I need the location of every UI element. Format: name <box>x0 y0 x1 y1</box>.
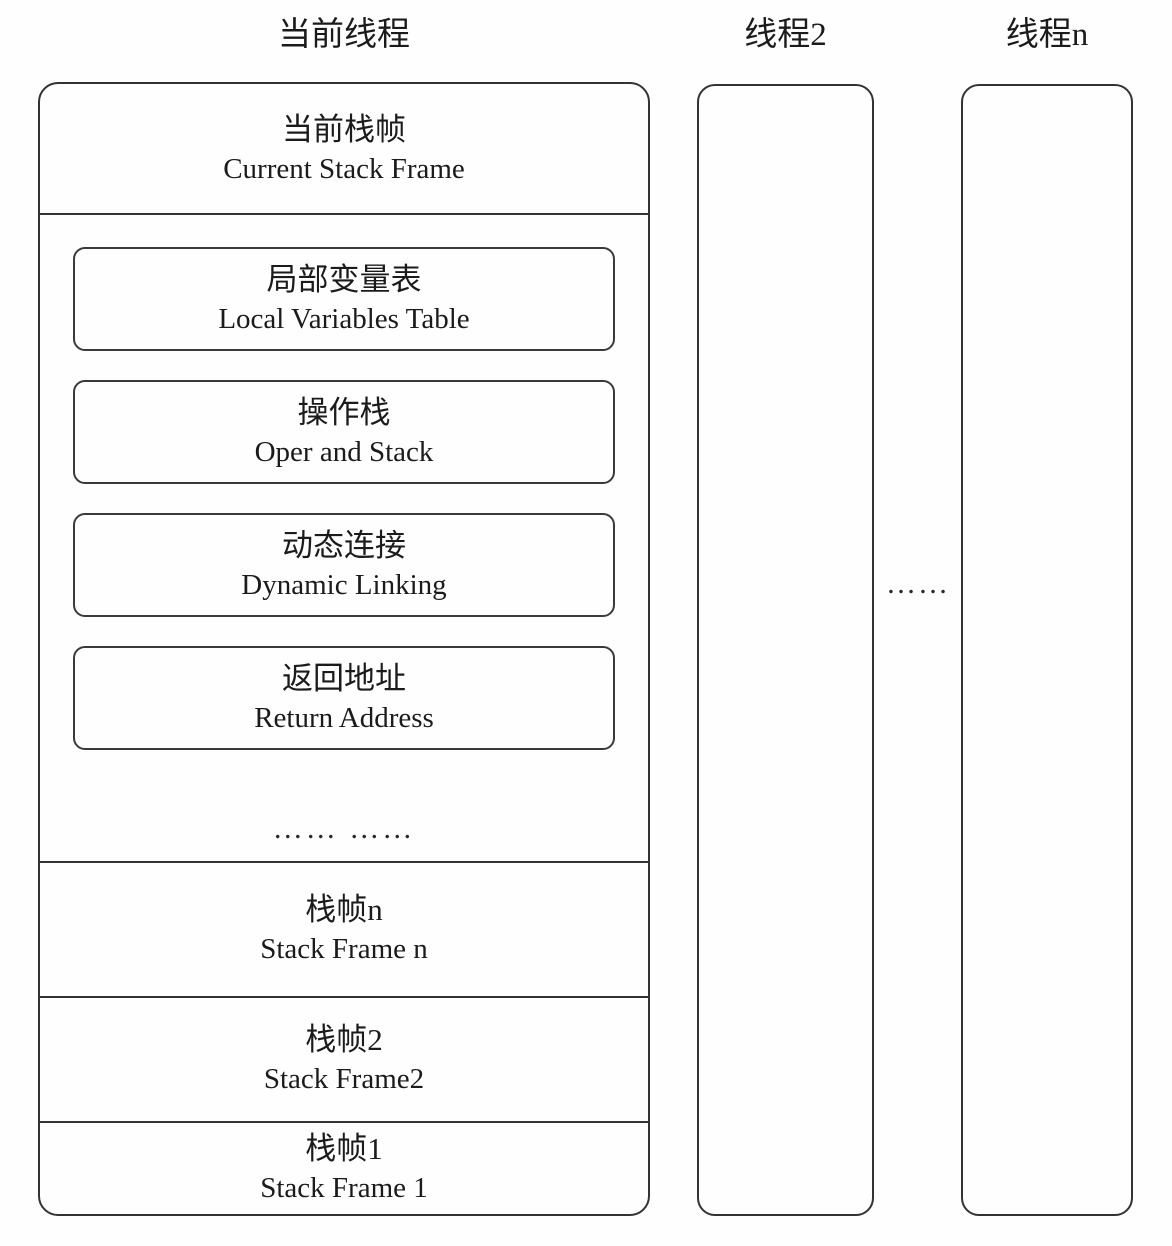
stack-frame-n-section: 栈帧n Stack Frame n <box>40 860 648 996</box>
operand-stack-label-zh: 操作栈 <box>297 395 391 430</box>
stack-frame-2-label-en: Stack Frame2 <box>263 1063 425 1095</box>
current-thread-stack-box: 当前栈帧 Current Stack Frame 局部变量表 Local Var… <box>38 82 650 1216</box>
threads-ellipsis: …… <box>886 567 950 600</box>
return-address-label-zh: 返回地址 <box>282 661 406 696</box>
stack-frame-1-label-en: Stack Frame 1 <box>260 1172 428 1205</box>
thread-n-stack-box <box>961 84 1133 1216</box>
frame-parts-ellipsis: …… …… <box>272 812 416 845</box>
stack-frame-2-label-zh: 栈帧2 <box>305 1022 383 1057</box>
thread-2-stack-box <box>697 84 874 1216</box>
stack-frame-n-label-en: Stack Frame n <box>260 933 428 965</box>
stack-frame-2-section: 栈帧2 Stack Frame2 <box>40 995 648 1121</box>
frame-part-box-operand-stack: 操作栈 Oper and Stack <box>73 380 615 484</box>
dynamic-linking-label-zh: 动态连接 <box>282 528 406 563</box>
thread-2-title: 线程2 <box>744 17 827 53</box>
local-variables-table-label-en: Local Variables Table <box>218 303 470 335</box>
frame-part-box-return-address: 返回地址 Return Address <box>73 646 615 750</box>
frame-part-box-local-variables-table: 局部变量表 Local Variables Table <box>73 247 615 351</box>
frame-part-box-dynamic-linking: 动态连接 Dynamic Linking <box>73 513 615 617</box>
stack-frame-n-label-zh: 栈帧n <box>305 892 383 927</box>
current-stack-frame-label-en: Current Stack Frame <box>223 152 465 185</box>
return-address-label-en: Return Address <box>254 702 434 734</box>
current-stack-frame-contents: 局部变量表 Local Variables Table 操作栈 Oper and… <box>40 215 648 861</box>
stack-frame-1-label-zh: 栈帧1 <box>305 1131 383 1167</box>
operand-stack-label-en: Oper and Stack <box>254 436 434 468</box>
stack-frame-1-section: 栈帧1 Stack Frame 1 <box>40 1120 648 1215</box>
current-stack-frame-label-zh: 当前栈帧 <box>282 111 406 147</box>
current-stack-frame-header: 当前栈帧 Current Stack Frame <box>40 84 648 215</box>
dynamic-linking-label-en: Dynamic Linking <box>241 569 447 601</box>
thread-n-title: 线程n <box>1005 17 1089 53</box>
local-variables-table-label-zh: 局部变量表 <box>266 262 422 297</box>
current-thread-title: 当前线程 <box>278 17 410 53</box>
